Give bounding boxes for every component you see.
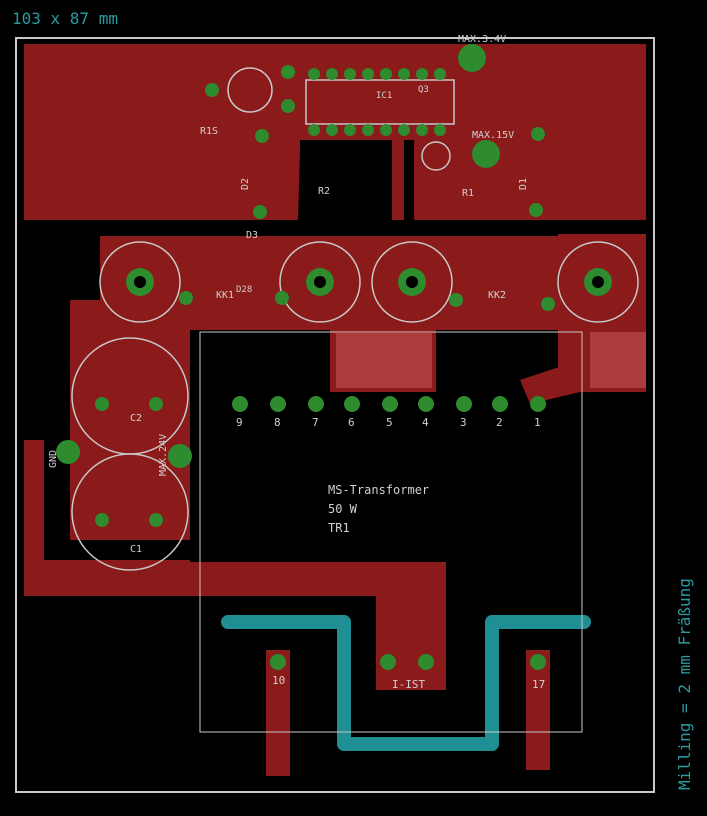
copper-pour [24, 44, 646, 776]
label-q3: Q3 [418, 85, 429, 95]
pin-label-4: 4 [422, 416, 429, 429]
label-gnd: GND [48, 450, 59, 468]
label-r2: R2 [318, 186, 330, 197]
label-d2: D2 [240, 178, 251, 190]
trimmer-outline [227, 67, 273, 113]
ic-pin-pads [308, 68, 446, 136]
transformer-name: MS-Transformer [328, 483, 429, 497]
label-ic: IC1 [376, 91, 392, 101]
label-c2: C2 [130, 413, 142, 424]
pin-label-2: 2 [496, 416, 503, 429]
component-pads [56, 44, 555, 527]
transformer-ref: TR1 [328, 521, 350, 535]
pin-label-7: 7 [312, 416, 319, 429]
pin-label-17: 17 [532, 678, 545, 691]
board-outline [15, 37, 655, 793]
pin-label-9: 9 [236, 416, 243, 429]
current-label: I-IST [392, 678, 425, 691]
milling-slot [221, 615, 591, 751]
label-r1s: R1S [200, 126, 218, 137]
thermal-grid [336, 332, 646, 388]
label-max15: MAX.15V [472, 130, 514, 141]
label-max24: MAX.24V [158, 434, 169, 476]
led-outline [421, 141, 451, 171]
label-d1: D1 [518, 178, 529, 190]
label-d3: D3 [246, 230, 258, 241]
label-c1: C1 [130, 544, 142, 555]
label-max34: MAX.3.4V [458, 34, 506, 45]
pin-label-8: 8 [274, 416, 281, 429]
label-kk2: KK2 [488, 290, 506, 301]
pin-label-3: 3 [460, 416, 467, 429]
ic-outline [305, 79, 455, 125]
heatsink-outlines [99, 241, 639, 323]
pin-label-10: 10 [272, 674, 285, 687]
capacitor-c1-outline [71, 453, 189, 571]
pin-label-1: 1 [534, 416, 541, 429]
board-dimensions: 103 x 87 mm [12, 9, 118, 28]
pin-label-5: 5 [386, 416, 393, 429]
label-r1: R1 [462, 188, 474, 199]
pin-label-6: 6 [348, 416, 355, 429]
heatsink-holes [126, 268, 612, 296]
transformer-power: 50 W [328, 502, 358, 516]
milling-note: Milling = 2 mm Fräßung [675, 578, 694, 790]
transformer-pin-pads [232, 396, 546, 670]
traces [44, 140, 646, 560]
label-kk1: KK1 [216, 290, 234, 301]
label-d28: D28 [236, 285, 252, 295]
